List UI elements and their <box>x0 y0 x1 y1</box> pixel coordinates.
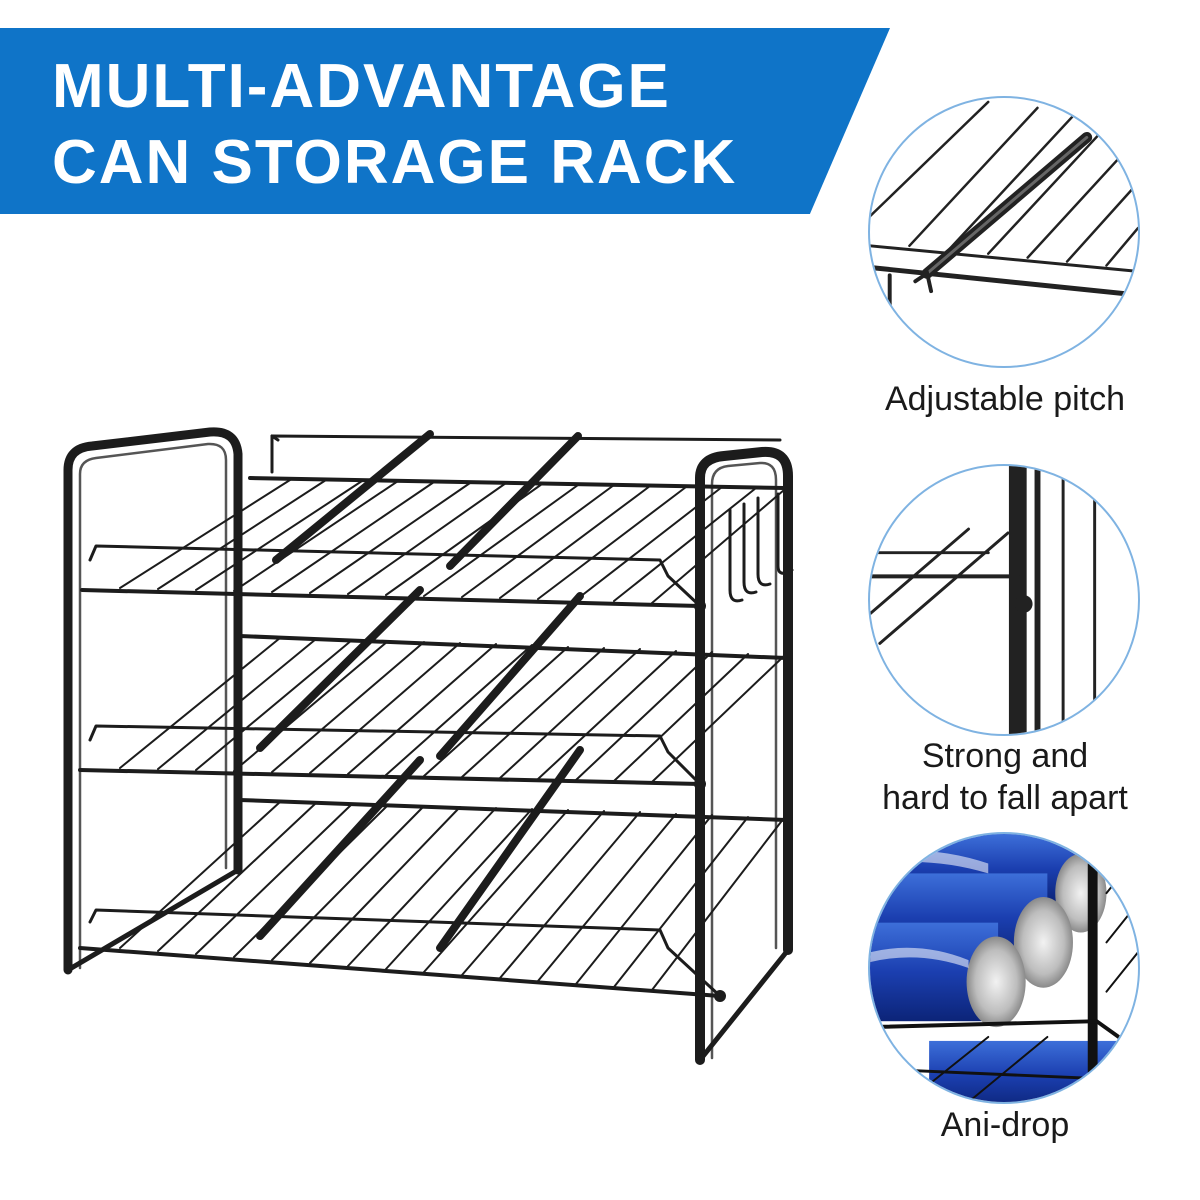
feature-label-strong: Strong and hard to fall apart <box>850 735 1160 819</box>
title-line-2: CAN STORAGE RACK <box>52 128 738 197</box>
feature-label-strong-line-1: Strong and <box>921 737 1089 775</box>
feature-label-strong-line-2: hard to fall apart <box>882 779 1128 817</box>
frame-joint-closeup-icon <box>868 464 1140 736</box>
adjustable-pitch-closeup-icon <box>868 96 1140 368</box>
cans-on-rack-closeup-icon <box>868 832 1140 1104</box>
feature-label-adjustable-pitch: Adjustable pitch <box>884 380 1126 418</box>
feature-label-ani-drop: Ani-drop <box>940 1106 1070 1144</box>
can-storage-rack-illustration <box>63 427 794 1065</box>
title-line-1: MULTI-ADVANTAGE <box>52 52 671 121</box>
title-banner <box>0 28 890 214</box>
